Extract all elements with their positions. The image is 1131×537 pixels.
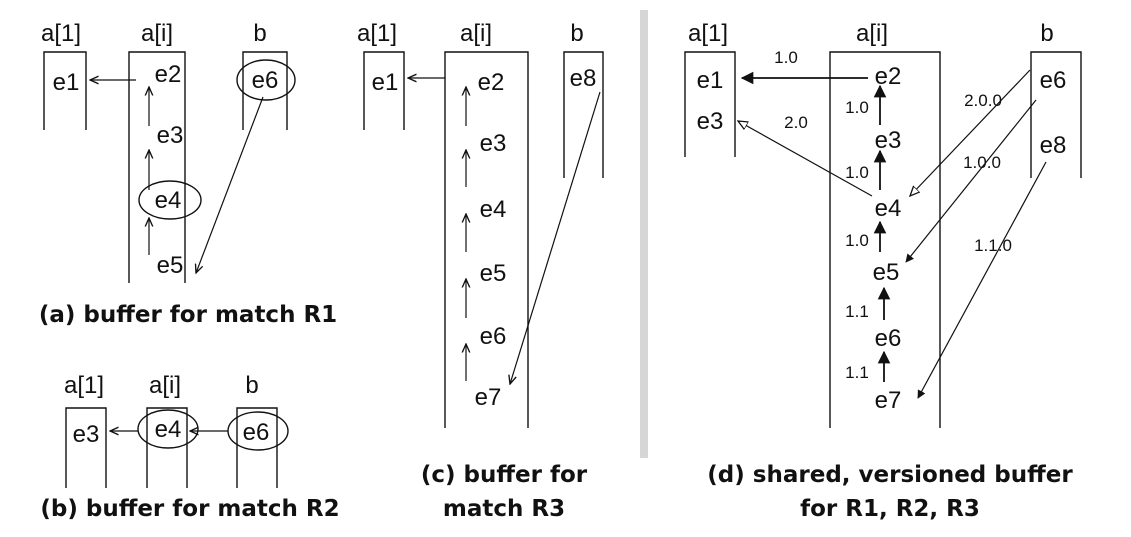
panel-b-caption: (b) buffer for match R2 bbox=[40, 496, 339, 522]
panel-d-caption-line1: (d) shared, versioned buffer bbox=[707, 462, 1073, 488]
panel-c-arrow-e8-e7 bbox=[510, 91, 601, 384]
panel-c-event-e6: e6 bbox=[480, 323, 507, 350]
panel-a: a[1] a[i] b e1 e2 e3 e4 e5 e6 (a) buffer… bbox=[7, 20, 378, 332]
panel-d-header-ai: a[i] bbox=[856, 20, 888, 47]
panel-d-version-e4-e3: 2.0 bbox=[784, 113, 808, 132]
panel-b-caption-box bbox=[10, 488, 366, 526]
panel-d-event-e2: e2 bbox=[875, 63, 902, 90]
panel-c-caption-box bbox=[381, 455, 628, 529]
panel-a-event-e3: e3 bbox=[157, 122, 184, 149]
panel-d-event-e7: e7 bbox=[875, 387, 902, 414]
panel-a-header-a1: a[1] bbox=[41, 20, 81, 47]
panel-b-event-e6: e6 bbox=[243, 419, 270, 446]
panel-b-event-e4: e4 bbox=[155, 416, 182, 443]
panel-c-event-e4: e4 bbox=[480, 196, 507, 223]
panel-c-event-e3: e3 bbox=[480, 130, 507, 157]
panel-d-version-e6-e5: 1.1 bbox=[845, 302, 869, 321]
panel-d-event-e4: e4 bbox=[875, 195, 902, 222]
panel-d-caption-line2: for R1, R2, R3 bbox=[800, 496, 980, 522]
panel-b-header-ai: a[i] bbox=[149, 372, 181, 399]
panel-d-event-e3: e3 bbox=[875, 127, 902, 154]
panel-d-column-ai bbox=[829, 51, 941, 428]
panel-c-caption-line2: match R3 bbox=[443, 496, 565, 522]
panel-d-event-e5: e5 bbox=[873, 259, 900, 286]
panel-c-event-e2: e2 bbox=[478, 69, 505, 96]
panel-a-column-ai bbox=[128, 51, 186, 283]
panel-a-arrow-e6-e5 bbox=[196, 96, 264, 273]
panel-b-column-ai bbox=[146, 407, 188, 488]
panel-d-event-e3-a1: e3 bbox=[697, 108, 724, 135]
panel-c-column-a1 bbox=[363, 51, 405, 130]
panel-d-version-e2-e1: 1.0 bbox=[774, 48, 798, 67]
panel-c-event-e1: e1 bbox=[372, 69, 399, 96]
panel-c-event-e7: e7 bbox=[475, 384, 502, 411]
panel-c-column-b bbox=[563, 51, 604, 178]
panel-a-event-e5: e5 bbox=[157, 252, 184, 279]
panel-d-arrow-e4-e3 bbox=[738, 121, 873, 197]
panel-d-event-e6-b: e6 bbox=[1040, 67, 1067, 94]
panel-c-header-b: b bbox=[570, 20, 583, 47]
panel-a-ellipse-e4 bbox=[138, 180, 202, 220]
panel-d-caption-box bbox=[662, 455, 1120, 529]
panel-a-event-e4: e4 bbox=[155, 187, 182, 214]
panel-d-arrow-e6-e5b bbox=[905, 99, 1037, 263]
panel-d-header-b: b bbox=[1040, 20, 1053, 47]
panel-a-ellipse-e6 bbox=[236, 59, 296, 101]
panel-d-event-e6: e6 bbox=[875, 325, 902, 352]
panel-a-event-e1: e1 bbox=[53, 69, 80, 96]
panel-a-header-b: b bbox=[253, 20, 266, 47]
panel-c-header-ai: a[i] bbox=[460, 20, 492, 47]
panel-c-event-e8: e8 bbox=[570, 65, 597, 92]
panel-a-header-ai: a[i] bbox=[141, 20, 173, 47]
panel-a-caption-box bbox=[7, 294, 378, 332]
panel-b-column-b bbox=[236, 407, 278, 488]
panel-c: a[1] a[i] b e1 e2 e3 e4 e5 e6 e7 e8 (c) … bbox=[357, 20, 628, 529]
panel-c-column-ai bbox=[444, 51, 529, 428]
panel-d-version-e4-e3v: 1.0 bbox=[845, 163, 869, 182]
panel-d-column-a1 bbox=[684, 51, 736, 157]
panel-b-header-a1: a[1] bbox=[64, 372, 104, 399]
panel-b: a[1] a[i] b e3 e4 e6 (b) buffer for matc… bbox=[10, 372, 366, 526]
panel-d-version-e7-e6: 1.1 bbox=[845, 363, 869, 382]
panel-divider bbox=[640, 10, 648, 458]
panel-d-event-e1: e1 bbox=[697, 67, 724, 94]
panel-a-caption: (a) buffer for match R1 bbox=[39, 302, 337, 328]
panel-d: a[1] a[i] b e1 e3 e2 e3 e4 e5 e6 e7 e6 e… bbox=[662, 20, 1120, 529]
panel-c-caption-line1: (c) buffer for bbox=[421, 462, 588, 488]
panel-d-version-e6-e4: 2.0.0 bbox=[964, 91, 1002, 110]
panel-b-header-b: b bbox=[245, 372, 258, 399]
panel-a-column-b bbox=[242, 51, 288, 130]
panel-a-event-e2: e2 bbox=[155, 61, 182, 88]
panel-d-version-e8-e7: 1.1.0 bbox=[974, 236, 1012, 255]
panel-c-event-e5: e5 bbox=[480, 260, 507, 287]
panel-d-header-a1: a[1] bbox=[688, 20, 728, 47]
panel-d-arrow-e8-e7 bbox=[917, 161, 1047, 399]
panel-a-column-a1 bbox=[43, 51, 87, 130]
panel-d-column-b bbox=[1030, 51, 1082, 178]
panel-c-header-a1: a[1] bbox=[357, 20, 397, 47]
panel-d-version-e6-e5b: 1.0.0 bbox=[963, 153, 1001, 172]
panel-b-event-e3: e3 bbox=[73, 421, 100, 448]
panel-d-version-e3-e2: 1.0 bbox=[845, 98, 869, 117]
panel-d-event-e8: e8 bbox=[1040, 132, 1067, 159]
panel-b-column-a1 bbox=[65, 407, 107, 488]
panel-d-version-e5-e4: 1.0 bbox=[845, 231, 869, 250]
panel-d-arrow-e6-e4 bbox=[910, 69, 1031, 196]
panel-a-event-e6: e6 bbox=[252, 67, 279, 94]
